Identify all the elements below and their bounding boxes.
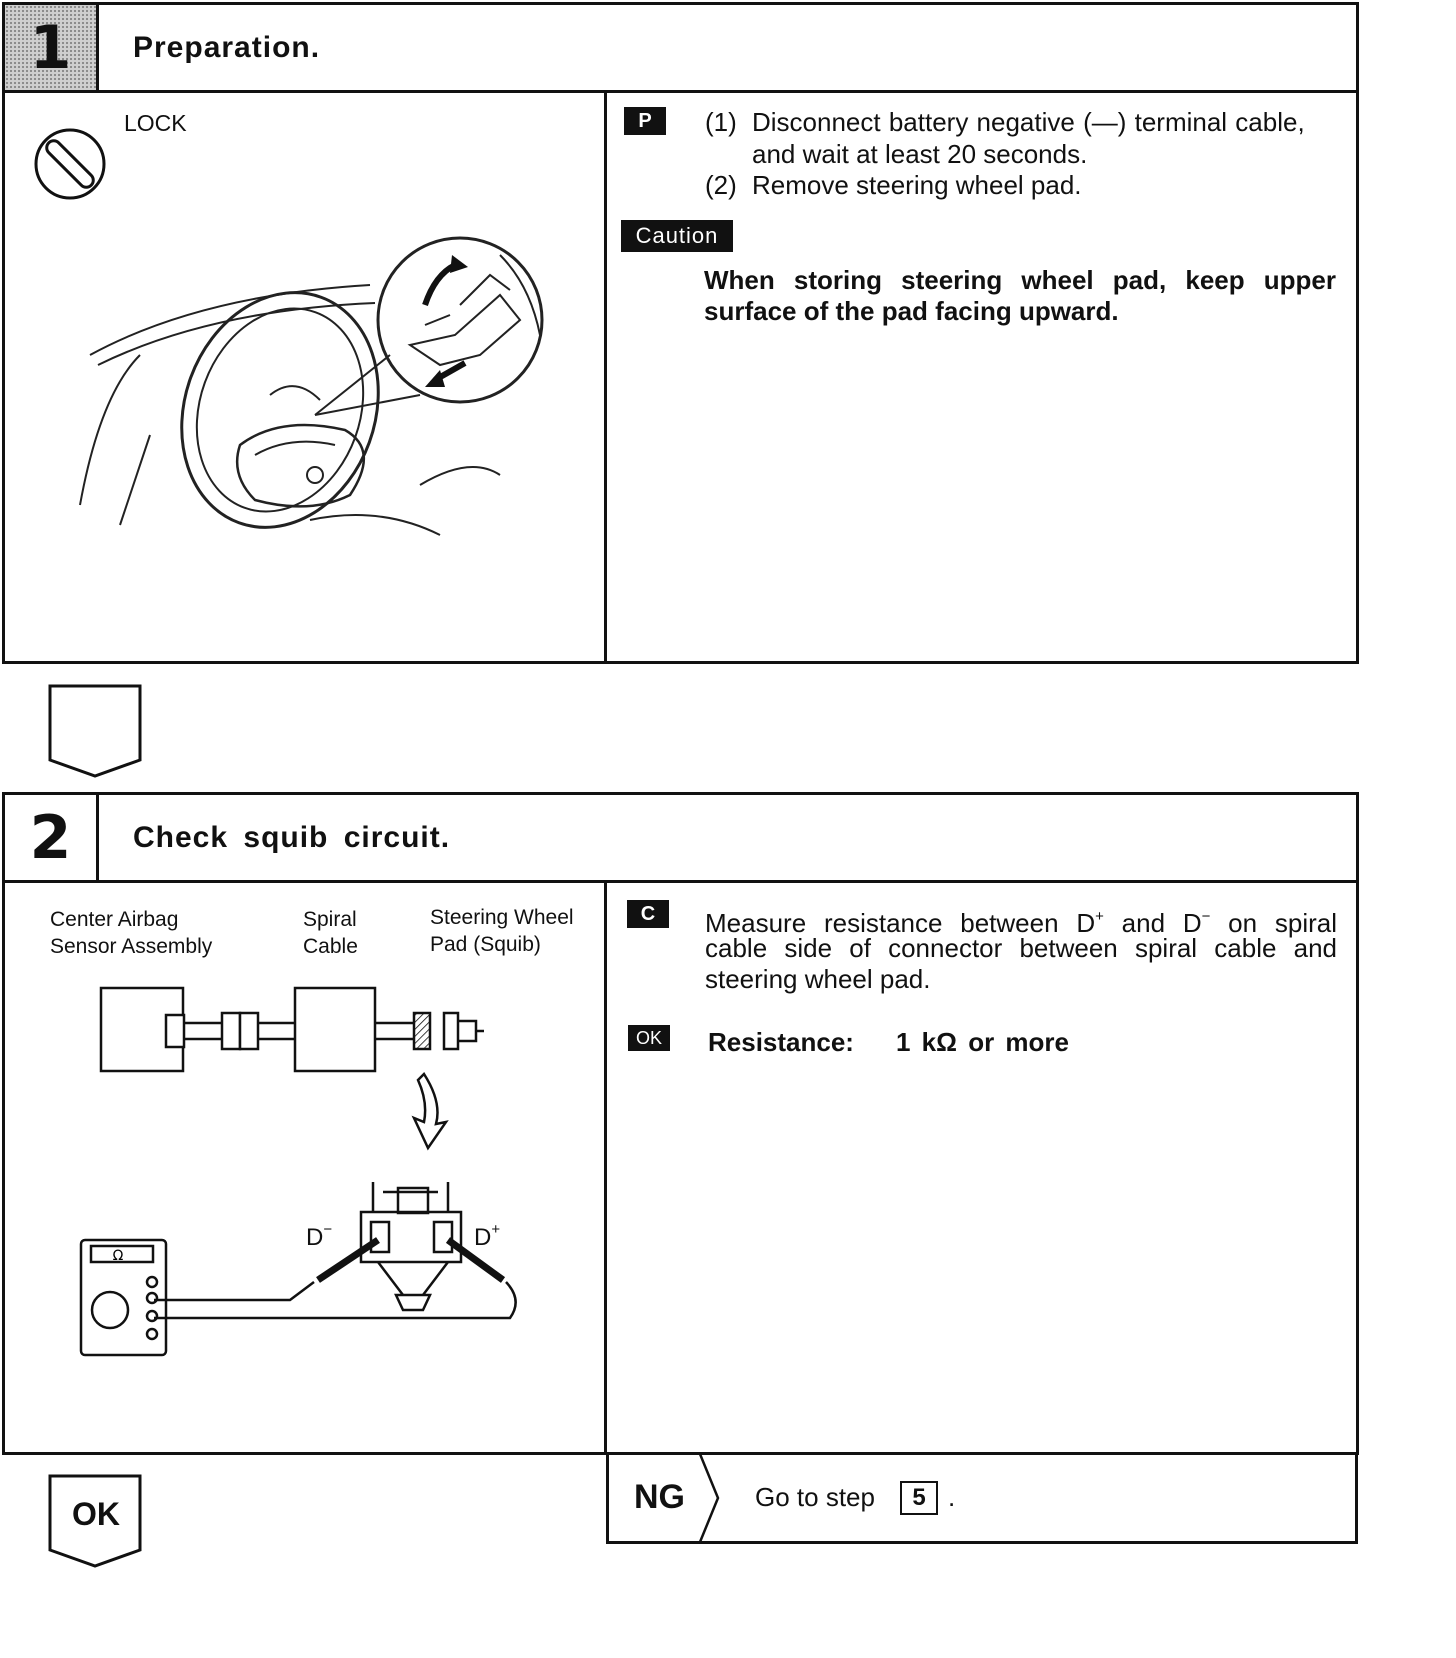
step1-number: 1 <box>5 5 99 90</box>
badge-p: P <box>624 107 666 135</box>
step2-divider <box>604 882 607 1453</box>
step2-title: Check squib circuit. <box>133 820 451 854</box>
label-center-airbag-1: Center Airbag <box>50 908 179 931</box>
circuit-block-diagram <box>99 986 484 1073</box>
steering-wheel-illustration <box>79 236 544 536</box>
label-d-plus: D+ <box>474 1221 501 1251</box>
step1-item1-text2: and wait at least 20 seconds. <box>752 139 1088 169</box>
step2-number: 2 <box>5 795 99 880</box>
ok-label: OK <box>72 1496 120 1532</box>
label-spiral-2: Cable <box>303 935 358 958</box>
label-spiral-1: Spiral <box>303 908 357 931</box>
label-center-airbag-2: Sensor Assembly <box>50 935 213 958</box>
caution-line1: When storing steering wheel pad, keep up… <box>704 265 1336 295</box>
step1-item2-text: Remove steering wheel pad. <box>752 170 1082 200</box>
caution-line2: surface of the pad facing upward. <box>704 296 1119 326</box>
goto-step-box: 5 <box>900 1481 938 1515</box>
resistance-label: Resistance: <box>708 1027 854 1057</box>
goto-text: Go to step <box>755 1482 875 1512</box>
badge-ok: OK <box>628 1025 670 1051</box>
flow-arrow <box>48 684 142 778</box>
step1-title: Preparation. <box>133 30 321 64</box>
ok-flow-arrow <box>48 1474 142 1568</box>
step1-item1-text: Disconnect battery negative (—) terminal… <box>752 107 1305 137</box>
step2-header: 2 Check squib circuit. <box>2 792 1359 883</box>
label-steering-1: Steering Wheel <box>430 906 574 929</box>
goto-end: . <box>948 1482 956 1512</box>
step1-divider <box>604 92 607 662</box>
ng-label: NG <box>634 1478 685 1516</box>
label-steering-2: Pad (Squib) <box>430 933 541 956</box>
ohm-symbol: Ω <box>113 1248 124 1264</box>
down-arrow-icon <box>411 1072 449 1151</box>
ohmmeter-connection-diagram: Ω <box>79 1182 517 1357</box>
step1-body <box>2 90 1359 664</box>
lock-icon <box>34 128 106 200</box>
step2-body <box>2 880 1359 1455</box>
step1-item1-num: (1) <box>705 107 737 137</box>
measure-line3: steering wheel pad. <box>705 964 931 994</box>
ng-chevron <box>698 1453 720 1543</box>
badge-c: C <box>627 900 669 928</box>
label-d-minus: D− <box>306 1221 333 1251</box>
lock-label: LOCK <box>124 110 187 136</box>
measure-line1: Measure resistance between D+ and D− on … <box>705 908 1338 938</box>
measure-line2: cable side of connector between spiral c… <box>705 933 1337 963</box>
ng-box <box>606 1452 1358 1544</box>
badge-caution: Caution <box>621 220 733 252</box>
step1-header: 1 Preparation. <box>2 2 1359 93</box>
resistance-value: 1 kΩ or more <box>896 1027 1070 1057</box>
step1-item2-num: (2) <box>705 170 737 200</box>
